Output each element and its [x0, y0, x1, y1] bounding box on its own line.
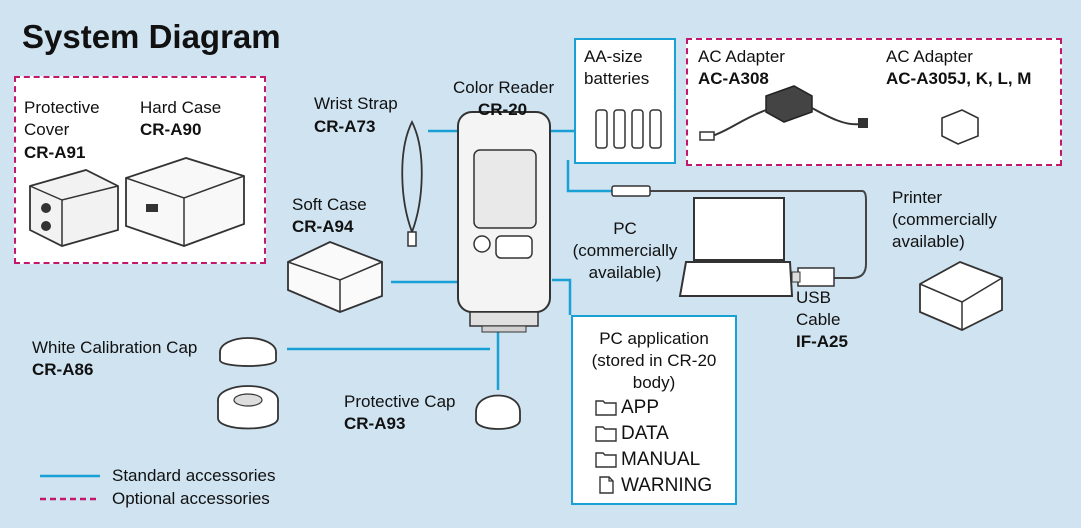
ac-adapters-box	[686, 38, 1062, 166]
pc-app-item-data: DATA	[595, 423, 669, 445]
device-name: Color Reader	[453, 78, 555, 97]
printer-label-line1: Printer	[892, 188, 943, 207]
batteries-label-line1: AA-size	[584, 47, 643, 66]
soft-case-label: Soft Case	[292, 195, 367, 214]
soft-case-model: CR-A94	[292, 217, 354, 236]
ac-adapter-a305-illustration	[941, 109, 979, 145]
pc-label-line2: (commercially	[572, 241, 678, 260]
usb-a-connector	[797, 267, 835, 287]
protective-cap-illustration	[475, 394, 521, 430]
pc-label-line1: PC	[613, 219, 637, 238]
hard-case-illustration	[125, 157, 245, 247]
folder-icon	[595, 426, 617, 442]
wrist-strap-illustration	[401, 119, 423, 235]
protective-cover-model: CR-A91	[24, 143, 86, 162]
device-model: CR-20	[478, 100, 528, 119]
color-reader-device	[457, 111, 551, 333]
soft-case-illustration	[287, 241, 383, 313]
pc-app-title-line3: body)	[632, 373, 676, 392]
ac-adapter-1-model: AC-A308	[698, 69, 769, 88]
usb-cable-label-line2: Cable	[796, 310, 841, 329]
batteries-illustration	[595, 109, 662, 149]
ac-adapter-2-label: AC Adapter	[886, 47, 973, 66]
protective-cap-label: Protective Cap	[344, 392, 456, 411]
file-icon	[599, 476, 614, 494]
legend-standard-label: Standard accessories	[112, 466, 276, 485]
wrist-strap-label: Wrist Strap	[314, 94, 398, 113]
protective-cover-label-line2: Cover	[24, 120, 70, 139]
page-title: System Diagram	[22, 18, 281, 55]
ac-adapter-2-model: AC-A305J, K, L, M	[886, 69, 1032, 88]
pc-app-item-warning: WARNING	[595, 475, 712, 497]
white-calibration-cap-illustration	[217, 337, 279, 430]
ac-adapter-a308-illustration	[699, 85, 868, 141]
protective-cap-model: CR-A93	[344, 414, 406, 433]
pc-app-title-line2: (stored in CR-20	[591, 351, 717, 370]
batteries-label-line2: batteries	[584, 69, 650, 88]
pc-app-item-manual: MANUAL	[595, 449, 700, 471]
ac-adapter-1-label: AC Adapter	[698, 47, 785, 66]
white-cal-cap-model: CR-A86	[32, 360, 94, 379]
protective-cover-label-line1: Protective	[24, 98, 100, 117]
folder-icon	[595, 452, 617, 468]
usb-cable-model: IF-A25	[796, 332, 848, 351]
folder-icon	[595, 400, 617, 416]
usb-micro-connector	[611, 185, 651, 197]
pc-label-line3: available)	[588, 263, 662, 282]
white-cal-cap-label: White Calibration Cap	[32, 338, 198, 357]
usb-cable-label-line1: USB	[796, 288, 831, 307]
pc-app-item-app: APP	[595, 397, 659, 419]
legend-optional-label: Optional accessories	[112, 489, 270, 508]
printer-label-line3: available)	[892, 232, 965, 251]
hard-case-model: CR-A90	[140, 120, 202, 139]
pc-illustration	[678, 197, 794, 297]
printer-label-line2: (commercially	[892, 210, 997, 229]
printer-illustration	[919, 261, 1003, 331]
hard-case-label: Hard Case	[140, 98, 222, 117]
wrist-strap-model: CR-A73	[314, 117, 376, 136]
protective-cover-illustration	[29, 169, 119, 247]
pc-app-title-line1: PC application	[599, 329, 709, 348]
